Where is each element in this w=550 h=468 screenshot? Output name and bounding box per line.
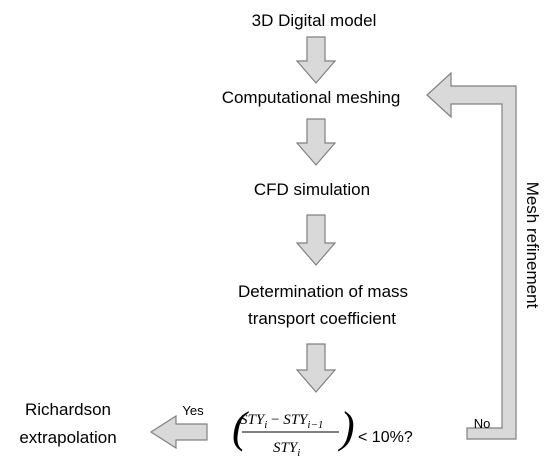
richardson-line2: extrapolation: [19, 428, 116, 447]
down-arrow-icon: [295, 214, 337, 266]
feedback-loop-arrow-icon: [426, 71, 517, 440]
down-arrow-icon: [295, 36, 337, 84]
left-paren: (: [232, 403, 249, 452]
left-arrow-icon: [149, 414, 208, 450]
right-paren: ): [337, 403, 355, 452]
convergence-criterion: ( ) STYi − STYi−1 STYi < 10%?: [232, 403, 413, 459]
yes-label: Yes: [182, 403, 204, 418]
mesh-refinement-label: Mesh refinement: [523, 182, 542, 309]
numerator: STYi − STYi−1: [240, 412, 323, 431]
denominator: STYi: [273, 440, 300, 459]
step-determination-line2: transport coefficient: [248, 309, 396, 328]
step-determination-line1: Determination of mass: [238, 282, 408, 301]
no-label: No: [474, 416, 491, 431]
threshold-comparison: < 10%?: [358, 429, 413, 446]
step-3d-digital-model: 3D Digital model: [252, 11, 377, 30]
richardson-line1: Richardson: [25, 400, 111, 419]
step-computational-meshing: Computational meshing: [222, 88, 401, 107]
step-cfd-simulation: CFD simulation: [254, 180, 370, 199]
down-arrow-icon: [295, 343, 337, 393]
down-arrow-icon: [295, 118, 337, 166]
